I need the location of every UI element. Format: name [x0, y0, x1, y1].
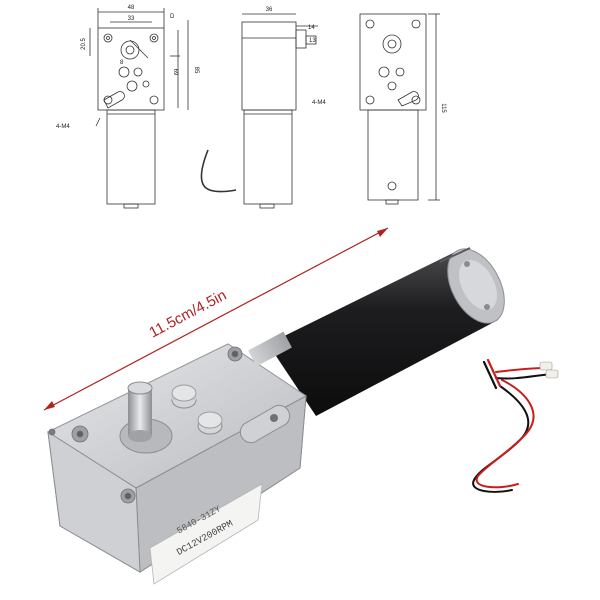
dim-right-outer: 85: [193, 67, 199, 74]
gearbox-front-face: [47, 431, 141, 573]
dim-hole-tag: D: [170, 14, 175, 20]
dim-shaft: 8: [120, 60, 124, 66]
front-hole-note: 4-M4: [56, 124, 70, 130]
side-lead-wire: [200, 149, 237, 193]
front-view-drawing: [89, 8, 189, 209]
motor-flange: [248, 331, 292, 367]
dim-shaft-sub: 13: [309, 38, 316, 44]
dim-right-mid: 69: [172, 69, 178, 76]
length-label: 11.5cm/4.5in: [146, 287, 229, 342]
length-arrow-line: [43, 227, 389, 411]
red-wire: [475, 379, 535, 489]
back-motor-outline: [367, 109, 419, 201]
dim-top-outer: 48: [128, 5, 135, 11]
wire-connector: [539, 361, 553, 371]
back-view-drawing: [359, 13, 440, 205]
dc-motor-body: [268, 247, 505, 416]
side-motor-outline: [243, 109, 293, 205]
motor-photo: 5840-31ZY DC12V200RPM: [46, 247, 559, 585]
dim-shaft-len: 14: [308, 25, 315, 31]
wire-connector: [545, 369, 559, 379]
output-shaft: [119, 381, 173, 454]
dim-left-top: 20.5: [81, 38, 87, 50]
length-arrow-head-right: [377, 228, 388, 237]
side-view-drawing: [200, 13, 318, 209]
dim-top-inner: 33: [128, 16, 135, 22]
dim-side-top: 36: [266, 7, 273, 13]
side-gearbox-outline: [241, 21, 297, 111]
back-gearbox-outline: [359, 13, 427, 111]
back-hole-note: 4-M4: [312, 100, 326, 106]
front-view-labels: 48 33 20.5 69 85 8 D 4-M4: [56, 5, 199, 130]
length-arrow-head-left: [44, 401, 55, 410]
dim-back-height: 115: [440, 103, 446, 113]
side-view-labels: 36 14 13: [266, 7, 317, 44]
gearbox-bosses: [171, 384, 291, 444]
back-view-labels: 115 4-M4: [312, 100, 446, 113]
front-motor-outline: [106, 109, 156, 205]
lead-wires: [472, 358, 559, 493]
crank-arm: [239, 404, 291, 444]
